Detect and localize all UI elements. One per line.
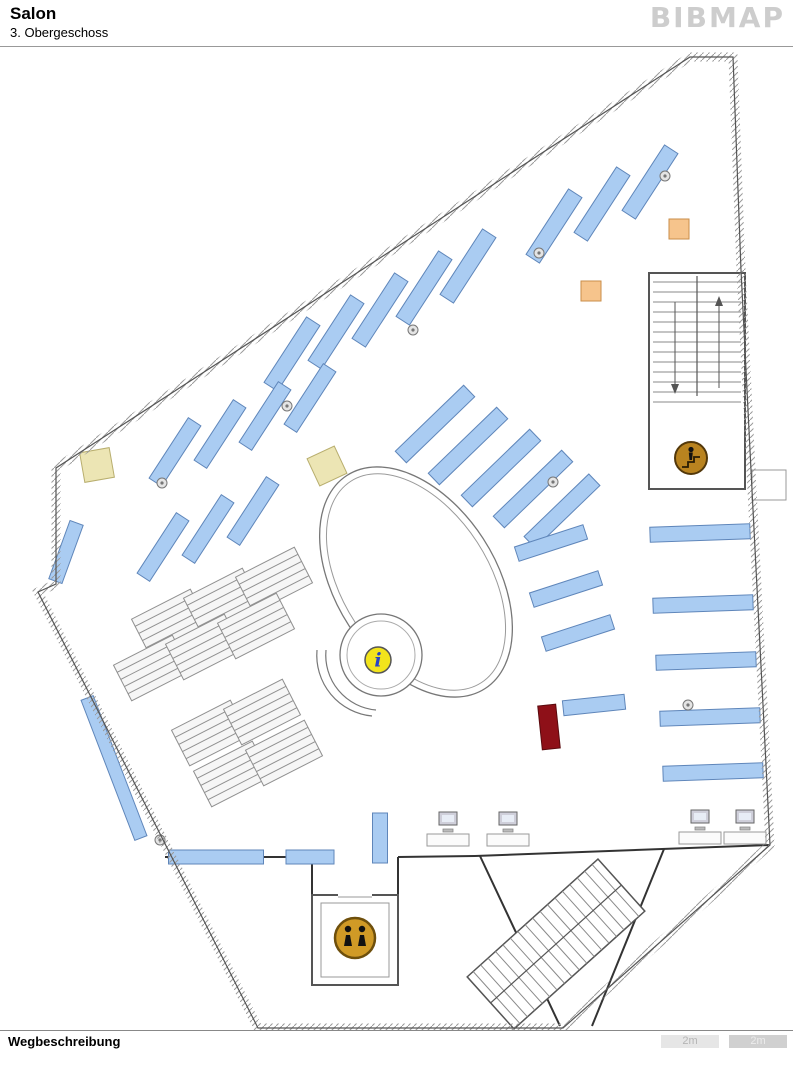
- bookshelf: [573, 166, 631, 242]
- highlight-layer: [537, 703, 561, 751]
- spiral-ramp: [318, 466, 514, 698]
- bookshelf: [351, 272, 409, 348]
- bookshelf: [659, 707, 761, 727]
- bookshelf: [513, 524, 589, 562]
- bookshelf: [492, 449, 574, 529]
- scale-segment-2[interactable]: 2m: [729, 1035, 787, 1048]
- header: Salon 3. Obergeschoss BIBMAP: [0, 0, 793, 47]
- workstations-layer: [426, 809, 767, 847]
- bookshelf: [649, 523, 751, 543]
- reading-table: [234, 546, 314, 614]
- bookshelf: [263, 316, 321, 392]
- elevator-icon[interactable]: [333, 916, 377, 960]
- info-icon-letter: i: [374, 650, 381, 672]
- floor-subtitle: 3. Obergeschoss: [10, 25, 109, 40]
- map-icons: i: [333, 441, 708, 960]
- bookshelf: [238, 381, 292, 451]
- bookshelf: [655, 651, 757, 671]
- bookshelf: [148, 417, 202, 487]
- bookshelf: [136, 512, 190, 582]
- pale-square-furniture: [306, 445, 348, 487]
- bookshelf: [525, 188, 583, 264]
- tan-square-furniture: [580, 280, 602, 302]
- computer-workstation: [723, 809, 767, 845]
- bookshelf: [181, 494, 235, 564]
- bookshelf: [427, 406, 509, 486]
- tables-layer: [112, 546, 324, 808]
- bibmap-logo: BIBMAP: [649, 1, 785, 34]
- bookshelf: [226, 476, 280, 546]
- footer: Wegbeschreibung 2m 2m: [0, 1030, 793, 1067]
- exterior-niche: [751, 469, 787, 501]
- page-title: Salon: [10, 4, 57, 23]
- bookshelf: [652, 594, 754, 614]
- bookshelf: [394, 384, 476, 464]
- route-description-label: Wegbeschreibung: [8, 1034, 121, 1049]
- bookshelf: [193, 399, 247, 469]
- bookshelf: [168, 849, 264, 865]
- highlighted-shelf: [537, 703, 561, 751]
- scale-bar: 2m 2m: [661, 1035, 787, 1048]
- bookshelf: [540, 614, 616, 652]
- computer-workstation: [678, 809, 722, 845]
- bookshelf: [307, 294, 365, 370]
- computer-workstation: [486, 811, 530, 847]
- column: [682, 699, 694, 711]
- computer-workstation: [426, 811, 470, 847]
- info-icon[interactable]: i: [364, 646, 392, 674]
- bookshelf: [395, 250, 453, 326]
- interior-structures: [165, 272, 787, 1030]
- column: [407, 324, 419, 336]
- bookshelf: [561, 693, 627, 717]
- bookshelf: [283, 363, 337, 433]
- escalator-icon[interactable]: [674, 441, 708, 475]
- bookshelf: [372, 812, 388, 864]
- reading-table: [222, 678, 302, 746]
- bookshelf: [621, 144, 679, 220]
- reading-table: [244, 719, 324, 787]
- reading-table: [216, 592, 296, 660]
- column: [533, 247, 545, 259]
- tan-square-furniture: [668, 218, 690, 240]
- scale-segment-1[interactable]: 2m: [661, 1035, 719, 1048]
- bookshelf: [285, 849, 335, 865]
- column: [281, 400, 293, 412]
- floor-area: [38, 57, 770, 1028]
- bookshelf: [528, 570, 604, 608]
- column: [659, 170, 671, 182]
- pale-square-furniture: [79, 447, 115, 483]
- column: [156, 477, 168, 489]
- bookshelf: [460, 428, 542, 508]
- squares-layer: [79, 218, 690, 487]
- column: [547, 476, 559, 488]
- staircase-lower: [466, 858, 646, 1030]
- bookshelf: [662, 762, 764, 782]
- bookshelf: [439, 228, 497, 304]
- building-outline: [31, 52, 775, 1033]
